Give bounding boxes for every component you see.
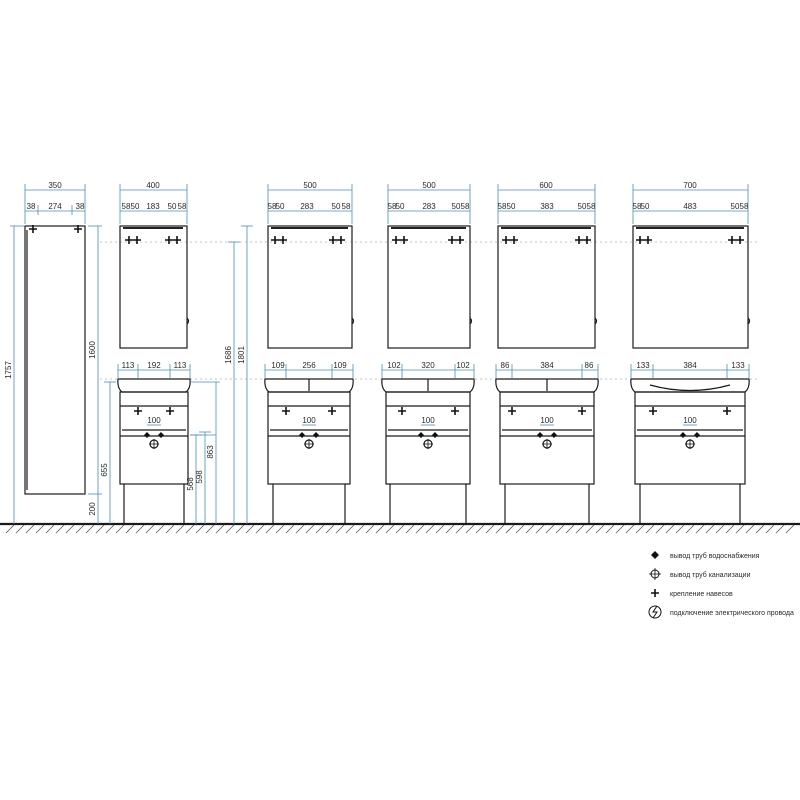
mirror-dim: 58 (178, 202, 187, 211)
mirror-dim: 50 (332, 202, 341, 211)
vanity-pipe-dim: 100 (421, 416, 435, 425)
mirror-dim: 50 (168, 202, 177, 211)
sewer-icon (649, 568, 661, 580)
vanity-dim-left: 113 (122, 361, 135, 370)
legend (648, 551, 662, 619)
vanity-pipe-dim: 100 (302, 416, 316, 425)
vanity-3 (381, 364, 475, 524)
mirror-dim: 50 (131, 202, 140, 211)
dim-cabinet-width: 350 (48, 181, 62, 190)
electric-icon (648, 605, 662, 619)
dim-cabinet-left: 38 (27, 202, 36, 211)
mirror-width: 500 (422, 181, 436, 190)
water-supply-icon (651, 551, 659, 559)
mirror-dim: 50 (731, 202, 740, 211)
mirror-2 (267, 184, 355, 349)
mirror-4 (497, 184, 598, 349)
mirror-3 (387, 184, 473, 349)
mirror-dim: 383 (540, 202, 554, 211)
legend-sewer-label: вывод труб канализации (670, 571, 751, 579)
mirror-dim: 50 (578, 202, 587, 211)
legend-water-label: вывод труб водоснабжения (670, 552, 760, 560)
dim-cabinet-floor: 200 (88, 502, 97, 516)
mirror-dim: 483 (683, 202, 697, 211)
height-dimensions (104, 225, 253, 524)
vanity-dim-right: 86 (585, 361, 594, 370)
mirror-dim: 50 (452, 202, 461, 211)
vanity-dim-mid: 320 (421, 361, 435, 370)
mirror-dim: 283 (300, 202, 314, 211)
vanity-dim-left: 102 (387, 361, 401, 370)
vanity-2 (264, 364, 354, 524)
vanity-dim-left: 133 (636, 361, 650, 370)
mirror-dim: 58 (740, 202, 749, 211)
vanity-dim-mid: 384 (540, 361, 554, 370)
mirror-dim: 58 (461, 202, 470, 211)
mirror-dim: 183 (146, 202, 160, 211)
mount-cross-icon (651, 589, 659, 597)
mount-cross-icon (29, 225, 82, 233)
mirror-dim: 58 (498, 202, 507, 211)
dim-cabinet-mid: 274 (48, 202, 62, 211)
vanity-4 (495, 364, 599, 524)
dim-height: 598 (195, 470, 204, 484)
legend-electric-label: подключение электрического провода (670, 610, 794, 617)
vanity-dim-left: 86 (501, 361, 510, 370)
vanity-dim-right: 109 (333, 361, 347, 370)
vanity-dim-left: 109 (271, 361, 285, 370)
dim-height: 1686 (224, 346, 233, 364)
mirror-width: 500 (303, 181, 317, 190)
vanity-dim-right: 133 (731, 361, 745, 370)
dim-height: 655 (100, 463, 109, 477)
dim-height: 863 (206, 445, 215, 459)
mirror-width: 400 (146, 181, 160, 190)
vanity-5 (630, 364, 750, 524)
vanity-1 (117, 364, 191, 524)
mirror-dim: 283 (422, 202, 436, 211)
floor-line (0, 522, 800, 534)
mirror-dim: 50 (507, 202, 516, 211)
mirror-width: 700 (683, 181, 697, 190)
mirror-dim: 58 (122, 202, 131, 211)
vanity-dim-mid: 192 (147, 361, 161, 370)
legend-mount-label: крепление навесов (670, 591, 733, 598)
vanity-pipe-dim: 100 (147, 416, 161, 425)
mirror-dim: 50 (396, 202, 405, 211)
mirror-dim: 58 (342, 202, 351, 211)
mirror-1 (119, 184, 190, 349)
mirror-dim: 58 (633, 202, 642, 211)
vanity-pipe-dim: 100 (540, 416, 554, 425)
tall-cabinet (10, 184, 102, 524)
dim-height: 1801 (237, 346, 246, 364)
mirror-dim: 58 (268, 202, 277, 211)
dim-cabinet-height: 1757 (4, 361, 13, 379)
vanity-dim-right: 113 (174, 361, 187, 370)
vanity-dim-right: 102 (456, 361, 470, 370)
mirror-5 (632, 184, 751, 349)
dim-cabinet-right: 38 (76, 202, 85, 211)
mirror-dim: 58 (388, 202, 397, 211)
vanity-dim-mid: 256 (302, 361, 316, 370)
vanity-dim-mid: 384 (683, 361, 697, 370)
mirror-dim: 58 (587, 202, 596, 211)
mirror-width: 600 (539, 181, 553, 190)
mirror-dim: 50 (276, 202, 285, 211)
dim-cabinet-upper: 1600 (88, 341, 97, 359)
dim-height: 568 (186, 477, 195, 491)
mirror-dim: 50 (641, 202, 650, 211)
vanity-pipe-dim: 100 (683, 416, 697, 425)
